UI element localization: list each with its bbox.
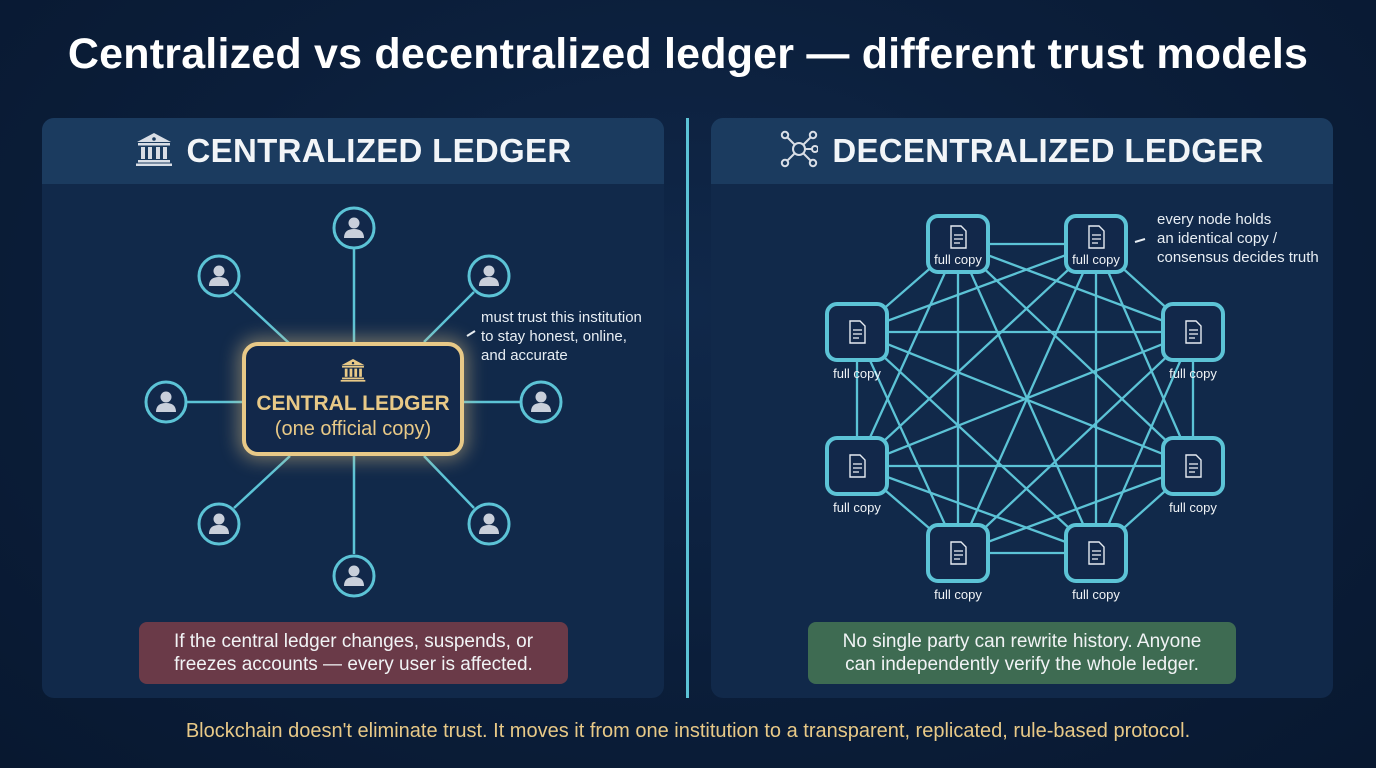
centralized-panel-header: CENTRALIZED LEDGER — [42, 118, 664, 184]
node-label: full copy — [833, 500, 881, 515]
page-title: Centralized vs decentralized ledger — di… — [67, 30, 1309, 78]
decentralized-panel-header: DECENTRALIZED LEDGER — [711, 118, 1333, 184]
decentralized-benefit-callout: No single party can rewrite history. Any… — [808, 622, 1236, 684]
decentralized-panel-title: DECENTRALIZED LEDGER — [832, 132, 1264, 169]
decentralized-panel: DECENTRALIZED LEDGER — [711, 118, 1333, 698]
node-label: full copy — [934, 252, 982, 267]
panel-divider — [686, 118, 689, 698]
centralized-panel-title: CENTRALIZED LEDGER — [186, 132, 572, 169]
centralized-risk-callout: If the central ledger changes, suspends,… — [139, 622, 568, 684]
central-ledger-subtitle: (one official copy) — [274, 418, 432, 440]
bank-icon — [135, 132, 173, 171]
centralized-panel: CENTRALIZED LEDGER — [42, 118, 664, 698]
decentralized-mesh-diagram — [825, 214, 1225, 583]
trust-annotation: must trust this institution to stay hone… — [481, 309, 642, 364]
centralized-hub-diagram — [144, 206, 563, 598]
user-nodes — [144, 206, 563, 598]
node-label: full copy — [1169, 366, 1217, 381]
central-ledger-node: CENTRAL LEDGER (one official copy) — [242, 342, 464, 456]
central-ledger-title: CENTRAL LEDGER — [256, 392, 450, 415]
consensus-annotation: every node holds an identical copy / con… — [1157, 211, 1319, 266]
node-label: full copy — [1072, 587, 1120, 602]
bank-icon — [340, 357, 366, 388]
node-label: full copy — [934, 587, 982, 602]
node-label: full copy — [1169, 500, 1217, 515]
footer-summary: Blockchain doesn't eliminate trust. It m… — [185, 720, 1191, 742]
ledger-nodes — [825, 214, 1225, 583]
network-icon — [780, 130, 820, 173]
node-label: full copy — [1072, 252, 1120, 267]
node-label: full copy — [833, 366, 881, 381]
